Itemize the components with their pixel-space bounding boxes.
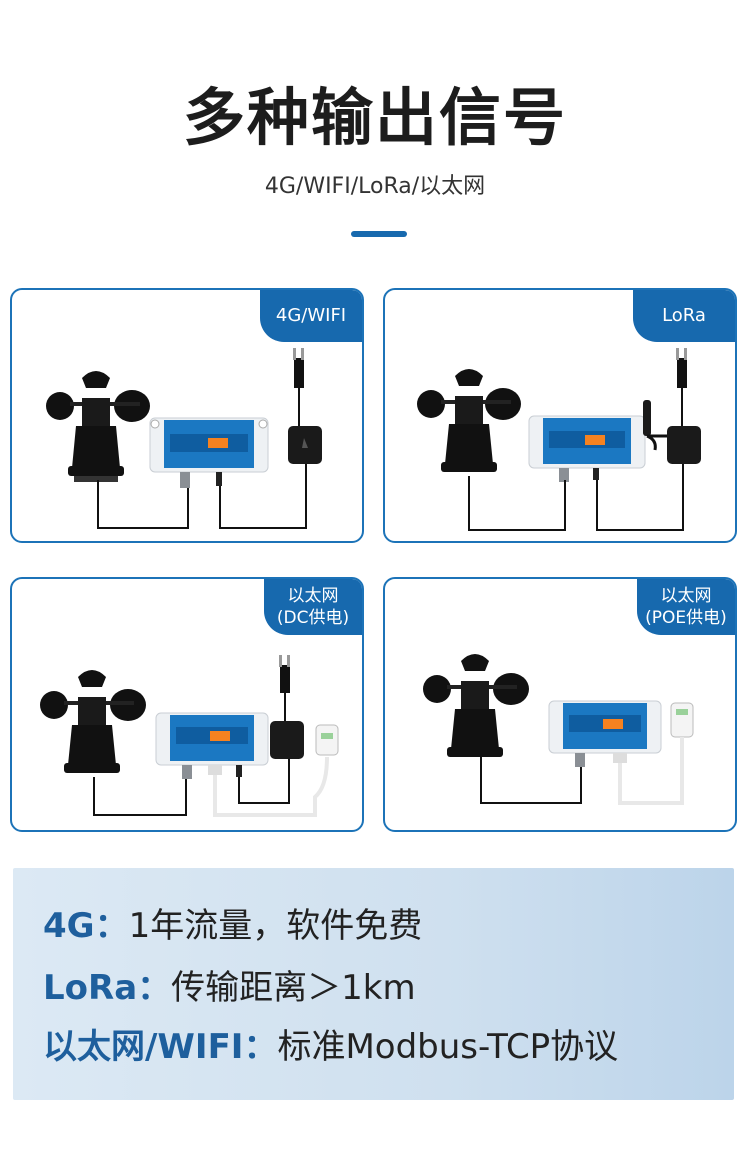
ethernet-plug-icon [670,702,694,738]
anemometer-icon [423,654,529,757]
transmitter-box [149,417,269,488]
feature-ethernet-wifi: 以太网/WIFI：标准Modbus-TCP协议 [43,1027,619,1067]
title-divider [351,231,407,237]
panel-ethernet-dc: 以太网 (DC供电) [10,577,364,832]
page-title: 多种输出信号 [182,81,567,154]
badge-output-type: LoRa [633,290,735,342]
panel-4g-wifi: 4G/WIFI [10,288,364,543]
power-adapter-icon [667,348,701,464]
badge-output-type: 以太网 (DC供电) [264,579,362,635]
device-illustration [417,348,701,531]
page-subtitle: 4G/WIFI/LoRa/以太网 [264,174,486,199]
badge-output-type: 以太网 (POE供电) [637,579,735,635]
badge-output-type: 4G/WIFI [260,290,362,342]
transmitter-box [548,700,662,767]
panel-ethernet-poe: 以太网 (POE供电) [383,577,737,832]
feature-lora: LoRa：传输距离＞1km [43,968,416,1008]
ethernet-plug-icon [315,724,339,756]
device-illustration [423,654,694,805]
feature-summary: 4G：1年流量，软件免费 LoRa：传输距离＞1km 以太网/WIFI：标准Mo… [13,868,734,1100]
anemometer-icon [40,670,146,773]
device-illustration [46,348,322,529]
lora-antenna-icon [643,400,669,451]
transmitter-box [155,712,269,779]
power-adapter-icon [288,348,322,464]
feature-4g: 4G：1年流量，软件免费 [43,906,423,946]
anemometer-icon [417,369,521,472]
panel-lora: LoRa [383,288,737,543]
device-illustration [40,655,339,817]
transmitter-box [528,415,646,482]
anemometer-icon [46,371,150,482]
power-adapter-icon [270,655,304,759]
